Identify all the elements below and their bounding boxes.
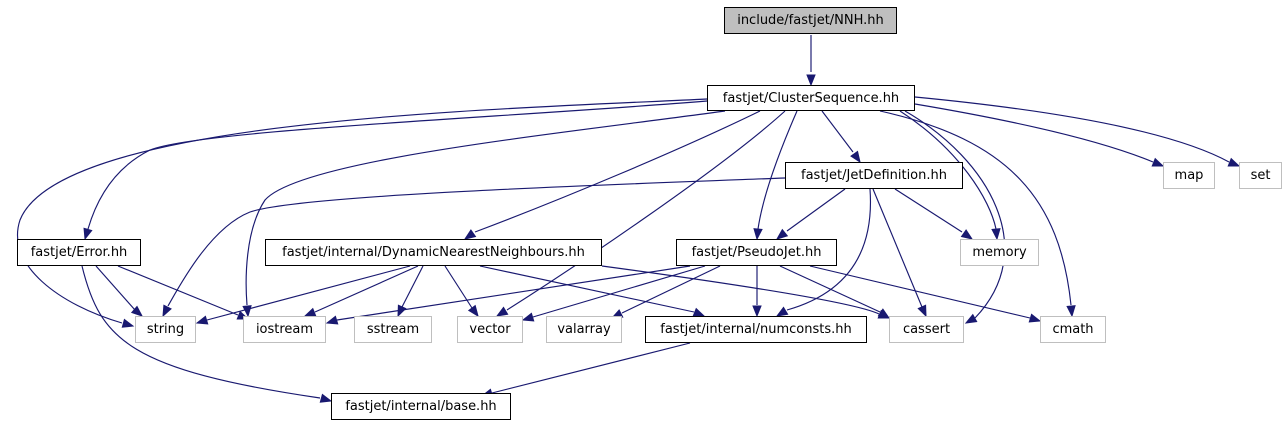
arrowhead-cs-memory xyxy=(991,228,1001,241)
arrowhead-cs-error xyxy=(83,227,93,241)
edge-dnn-vector xyxy=(444,265,473,309)
arrowhead-err-base xyxy=(319,393,333,403)
arrowhead-cs-map xyxy=(1151,157,1165,167)
arrowhead-cs-jetdef xyxy=(850,150,861,164)
arrowhead-cs-vector xyxy=(495,306,509,317)
arrowhead-pj-iostream xyxy=(325,315,339,325)
edge-cs-memory xyxy=(899,110,997,230)
arrowhead-dnn-numconsts xyxy=(692,307,706,317)
edge-cs-error xyxy=(87,100,708,230)
node-valarray[interactable]: valarray xyxy=(546,316,622,343)
node-error[interactable]: fastjet/Error.hh xyxy=(17,239,141,266)
edge-jd-memory xyxy=(894,188,963,233)
arrowhead-cs-string xyxy=(121,318,135,328)
edge-jd-numconsts xyxy=(786,188,872,311)
node-dnn[interactable]: fastjet/internal/DynamicNearestNeighbour… xyxy=(265,239,602,266)
node-numconsts[interactable]: fastjet/internal/numconsts.hh xyxy=(645,316,867,343)
arrowhead-cs-cmath xyxy=(1066,305,1076,318)
edge-dnn-sstream xyxy=(401,265,424,308)
node-cassert[interactable]: cassert xyxy=(889,316,964,343)
edge-jd-string xyxy=(167,177,786,307)
edge-cs-jetdef xyxy=(821,110,854,153)
edge-cs-iostream xyxy=(245,110,726,306)
edge-cs-set xyxy=(914,96,1230,163)
arrowhead-dnn-iostream xyxy=(303,307,317,317)
node-clusterseq[interactable]: fastjet/ClusterSequence.hh xyxy=(707,85,915,111)
edge-cs-map xyxy=(914,103,1154,163)
edge-dnn-iostream xyxy=(314,265,419,313)
edge-err-base xyxy=(81,265,321,399)
edge-cs-dnn xyxy=(474,110,761,233)
arrowhead-pj-cassert xyxy=(877,308,891,319)
node-iostream[interactable]: iostream xyxy=(243,316,326,343)
node-jetdef[interactable]: fastjet/JetDefinition.hh xyxy=(785,162,963,189)
edge-cs-vector xyxy=(506,110,786,311)
edge-cs-cmath xyxy=(879,110,1072,306)
edge-pj-cmath xyxy=(809,265,1031,319)
edge-dnn-cassert xyxy=(601,265,880,315)
arrowhead-dnn-vector xyxy=(467,304,479,318)
arrowhead-cs-cassert xyxy=(964,313,978,324)
arrowhead-cs-set xyxy=(1227,157,1241,167)
arrowhead-dnn-string xyxy=(195,315,209,325)
node-string[interactable]: string xyxy=(135,316,196,343)
edge-err-iostream xyxy=(117,265,239,316)
edge-cs-pseudojet xyxy=(757,110,798,230)
edge-jd-cassert xyxy=(872,188,923,308)
edge-cs-string xyxy=(17,98,708,324)
arrowhead-cs-iostream xyxy=(242,305,252,318)
node-map[interactable]: map xyxy=(1163,162,1215,189)
node-nnh[interactable]: include/fastjet/NNH.hh xyxy=(724,7,897,34)
edge-numconsts-base xyxy=(491,342,691,394)
node-memory[interactable]: memory xyxy=(960,239,1039,266)
edge-pj-cassert xyxy=(779,265,881,313)
arrowhead-err-string xyxy=(130,305,144,317)
arrowhead-jd-memory xyxy=(960,229,974,240)
arrowhead-nnh-clusterseq xyxy=(806,74,816,87)
arrowhead-pj-numconsts xyxy=(752,305,762,318)
edge-err-string xyxy=(95,265,136,311)
edge-jd-pseudojet xyxy=(786,188,846,232)
arrowhead-jd-numconsts xyxy=(775,306,789,317)
edge-dnn-string xyxy=(206,265,411,321)
arrowhead-cs-dnn xyxy=(463,229,477,240)
arrowhead-cs-pseudojet xyxy=(753,228,763,241)
edge-pj-vector xyxy=(532,265,706,318)
arrowhead-pj-cmath xyxy=(1028,313,1042,323)
node-set[interactable]: set xyxy=(1239,162,1282,189)
arrowhead-jd-pseudojet xyxy=(775,228,789,240)
arrowhead-pj-vector xyxy=(521,312,535,322)
edge-cs-cassert xyxy=(904,110,1006,319)
arrowhead-jd-cassert xyxy=(917,304,927,318)
node-vector[interactable]: vector xyxy=(457,316,523,343)
arrowhead-jd-string xyxy=(162,304,172,318)
edge-dnn-numconsts xyxy=(479,265,695,313)
node-sstream[interactable]: sstream xyxy=(354,316,432,343)
edge-pj-iostream xyxy=(336,265,691,321)
node-cmath[interactable]: cmath xyxy=(1040,316,1106,343)
node-base[interactable]: fastjet/internal/base.hh xyxy=(331,393,511,420)
node-pseudojet[interactable]: fastjet/PseudoJet.hh xyxy=(676,239,837,266)
edge-pj-valarray xyxy=(621,265,721,314)
